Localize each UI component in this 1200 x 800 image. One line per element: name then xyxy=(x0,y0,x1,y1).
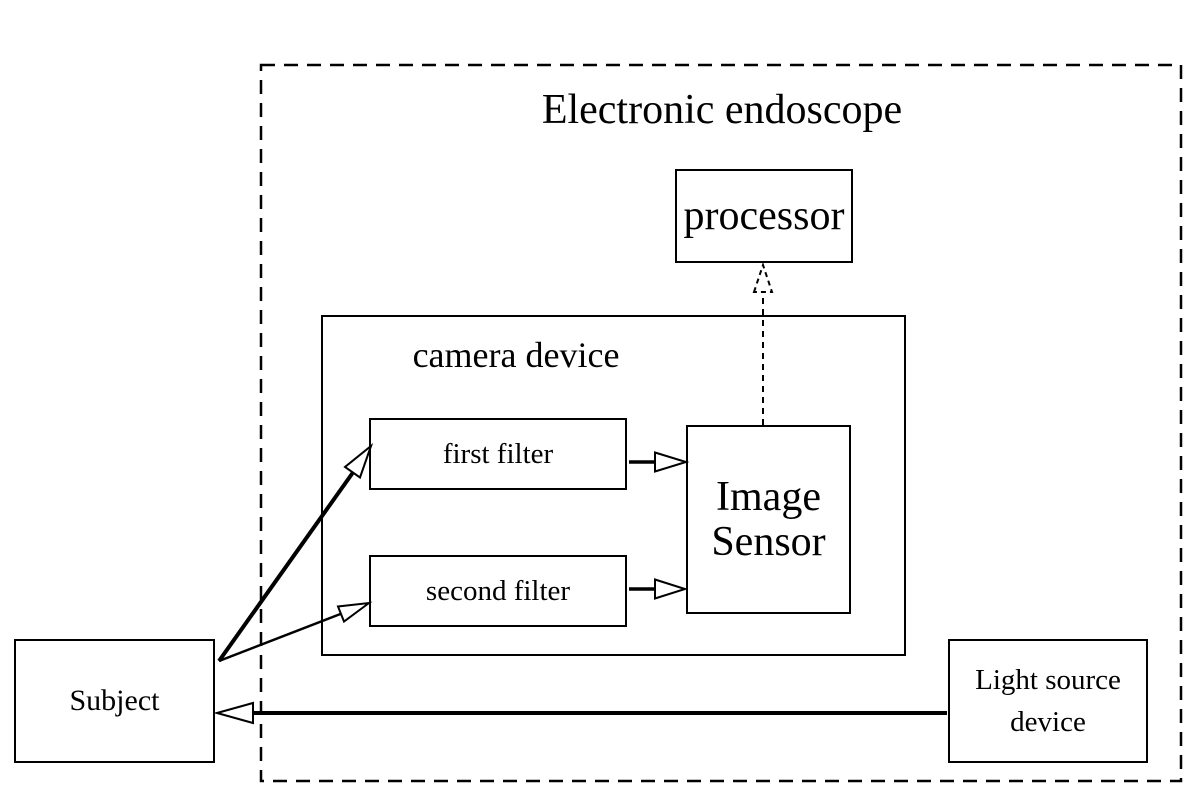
first-filter-label: first filter xyxy=(442,437,554,470)
first-filter-node: first filter xyxy=(369,418,627,490)
processor-node: processor xyxy=(675,169,853,263)
container-title: Electronic endoscope xyxy=(541,87,903,133)
image-sensor-node: Image Sensor xyxy=(686,425,851,614)
light-source-line2: device xyxy=(1010,706,1086,738)
second-filter-node: second filter xyxy=(369,555,627,627)
light-source-label: Light source device xyxy=(975,659,1121,743)
image-sensor-line1: Image xyxy=(716,474,821,521)
light-source-line1: Light source xyxy=(975,663,1121,696)
image-sensor-line2: Sensor xyxy=(711,518,826,565)
subject-label: Subject xyxy=(69,684,160,717)
subject-node: Subject xyxy=(14,639,215,763)
image-sensor-label: Image Sensor xyxy=(711,475,825,563)
light-source-node: Light source device xyxy=(948,639,1148,763)
arrow-light-source-to-subject xyxy=(213,701,947,725)
processor-label: processor xyxy=(683,193,845,239)
second-filter-label: second filter xyxy=(425,574,571,607)
